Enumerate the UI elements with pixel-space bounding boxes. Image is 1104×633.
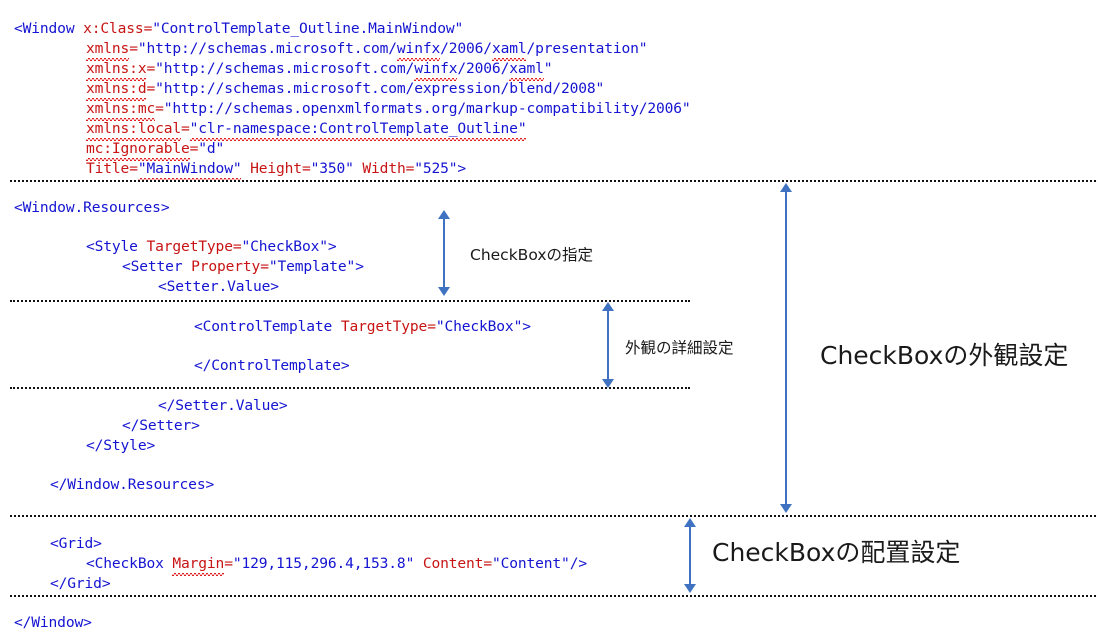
line-controltemplate-open: <ControlTemplate TargetType="CheckBox"> (194, 318, 531, 335)
arrow-layout (683, 518, 697, 593)
spellcheck-underline: winfx (396, 40, 441, 61)
line-xmlns-d: xmlns:d="http://schemas.microsoft.com/ex… (86, 80, 605, 101)
spellcheck-underline: "clr-namespace:ControlTemplate_Outline" (189, 120, 527, 141)
line-setter-value-close: </Setter.Value> (158, 397, 288, 414)
arrow-head-up-icon (602, 302, 614, 311)
spellcheck-underline: xaml (509, 60, 544, 81)
separator-resources-end (10, 515, 1096, 517)
arrow-head-down-icon (684, 584, 696, 593)
annotation-appearance-settings: CheckBoxの外観設定 (820, 341, 1069, 370)
line-window-resources-open: <Window.Resources> (14, 199, 170, 216)
line-xmlns-mc: xmlns:mc="http://schemas.openxmlformats.… (86, 100, 691, 121)
spellcheck-underline: Margin (172, 555, 225, 576)
separator-bottom (10, 595, 1096, 597)
separator-top (10, 180, 1096, 182)
line-style-open: <Style TargetType="CheckBox"> (86, 238, 337, 255)
spellcheck-underline: xmlns:d (86, 80, 147, 101)
arrow-shaft (785, 190, 787, 506)
arrow-checkbox-designation (437, 210, 451, 296)
arrow-appearance-overall (779, 183, 793, 513)
line-setter-open: <Setter Property="Template"> (122, 258, 364, 275)
spellcheck-underline: xmlns:local (86, 120, 181, 141)
line-title-height-width: Title="MainWindow" Height="350" Width="5… (86, 160, 467, 181)
arrow-head-down-icon (438, 287, 450, 296)
annotation-appearance-detail: 外観の詳細設定 (625, 339, 734, 357)
line-window-resources-close: </Window.Resources> (50, 476, 215, 493)
line-setter-value-open: <Setter.Value> (158, 278, 279, 295)
spellcheck-underline: winfx (414, 60, 458, 81)
line-window-open: <Window x:Class="ControlTemplate_Outline… (14, 20, 464, 37)
spellcheck-underline: xmlns (86, 40, 130, 61)
arrow-head-up-icon (780, 183, 792, 192)
spellcheck-underline: "MainWindow" (137, 160, 242, 181)
line-controltemplate-close: </ControlTemplate> (194, 357, 350, 374)
arrow-shaft (689, 525, 691, 586)
line-window-close: </Window> (14, 614, 92, 631)
line-style-close: </Style> (86, 437, 156, 454)
annotation-checkbox-designation: CheckBoxの指定 (470, 246, 593, 264)
spellcheck-underline: xmlns:x (86, 60, 147, 81)
arrow-head-down-icon (780, 504, 792, 513)
arrow-shaft (443, 217, 445, 289)
line-grid-open: <Grid> (50, 535, 102, 552)
arrow-shaft (607, 309, 609, 381)
line-checkbox: <CheckBox Margin="129,115,296.4,153.8" C… (86, 555, 587, 576)
spellcheck-underline: xmlns:mc (86, 100, 156, 121)
separator-style-inner (10, 300, 690, 302)
line-mc-ignorable: mc:Ignorable="d" (86, 140, 225, 161)
annotation-layout-settings: CheckBoxの配置設定 (712, 538, 961, 567)
line-grid-close: </Grid> (50, 575, 111, 592)
arrow-head-up-icon (438, 210, 450, 219)
arrow-head-up-icon (684, 518, 696, 527)
separator-template-inner (10, 387, 690, 389)
arrow-head-down-icon (602, 379, 614, 388)
line-xmlns-local: xmlns:local="clr-namespace:ControlTempla… (86, 120, 527, 141)
arrow-appearance-detail (601, 302, 615, 388)
spellcheck-underline: xaml (491, 40, 527, 61)
line-xmlns-presentation: xmlns="http://schemas.microsoft.com/winf… (86, 40, 648, 61)
line-setter-close: </Setter> (122, 417, 200, 434)
line-xmlns-x: xmlns:x="http://schemas.microsoft.com/wi… (86, 60, 553, 81)
spellcheck-underline: mc:Ignorable (86, 140, 190, 161)
